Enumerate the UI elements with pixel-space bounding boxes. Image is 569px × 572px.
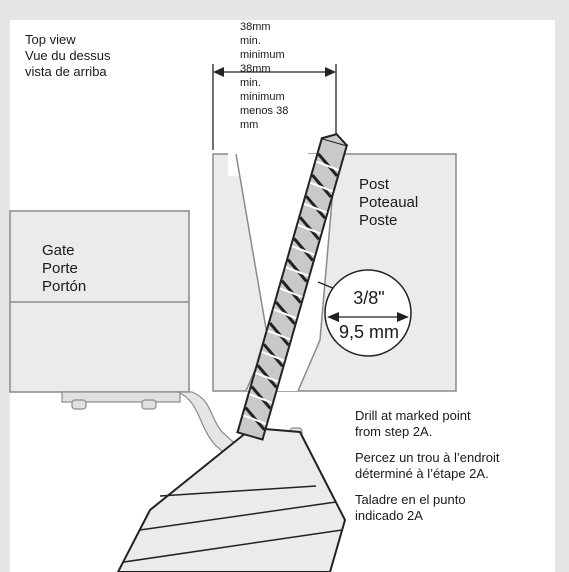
hinge-bolt-2: [141, 399, 157, 410]
dimension-min-2: min.: [240, 77, 261, 89]
bit-size-circle: [324, 269, 412, 357]
instruction-es-line-1: Taladre en el punto: [355, 492, 466, 507]
instruction-en-line-1: Drill at marked point: [355, 408, 471, 423]
bit-size-imperial: 3/8": [353, 288, 385, 308]
hinge-bolt-1: [71, 399, 87, 410]
top-view-en: Top view: [25, 32, 76, 47]
gate-en: Gate: [42, 242, 75, 259]
top-view-fr: Vue du dessus: [25, 48, 111, 63]
dimension-minimum-2: minimum: [240, 91, 285, 103]
dimension-value-1: 38mm: [240, 21, 271, 33]
instruction-fr-line-2: déterminé à l’étape 2A.: [355, 466, 489, 481]
top-view-es: vista de arriba: [25, 64, 107, 79]
post-label: Post Poteaual Poste: [359, 176, 418, 230]
post-fr: Poteaual: [359, 194, 419, 211]
top-view-label: Top view Vue du dessus vista de arriba: [25, 32, 111, 80]
instruction-es: Taladre en el punto indicado 2A: [355, 492, 500, 524]
dimension-min-1: min.: [240, 35, 261, 47]
instruction-en-line-2: from step 2A.: [355, 424, 433, 439]
drill-bit: [236, 132, 349, 441]
dimension-mm: mm: [240, 119, 259, 131]
drill-chuck-band-3: [123, 529, 343, 563]
gate-fr: Porte: [42, 260, 78, 277]
drill-body: [116, 426, 347, 572]
bit-size-metric: 9,5 mm: [338, 322, 399, 342]
bit-size-arrow-right: [397, 312, 409, 322]
instruction-en: Drill at marked point from step 2A.: [355, 408, 500, 440]
post-es: Poste: [359, 212, 398, 229]
dimension-menos: menos 38: [240, 105, 289, 117]
bit-size-arrow-left: [327, 312, 339, 322]
dimension-value-2: 38mm: [240, 63, 271, 75]
dimension-arrow-right: [325, 67, 336, 77]
gate-es: Portón: [42, 278, 87, 295]
dimension-arrow-left: [213, 67, 224, 77]
dimension-label: 38mm min. minimum 38mm min. minimum meno…: [240, 20, 288, 132]
instruction-es-line-2: indicado 2A: [355, 508, 423, 523]
drill-chuck-band-1: [159, 485, 317, 497]
gate-label: Gate Porte Portón: [42, 242, 86, 296]
post-en: Post: [359, 176, 390, 193]
drill-hole-edge-right: [297, 153, 337, 392]
hinge-plate: [61, 391, 181, 403]
drill-chuck-band-2: [139, 501, 337, 531]
instruction-fr-line-1: Percez un trou à l’endroit: [355, 450, 500, 465]
instruction-fr: Percez un trou à l’endroit déterminé à l…: [355, 450, 500, 482]
instructions: Drill at marked point from step 2A. Perc…: [355, 408, 500, 534]
dimension-minimum-1: minimum: [240, 49, 285, 61]
